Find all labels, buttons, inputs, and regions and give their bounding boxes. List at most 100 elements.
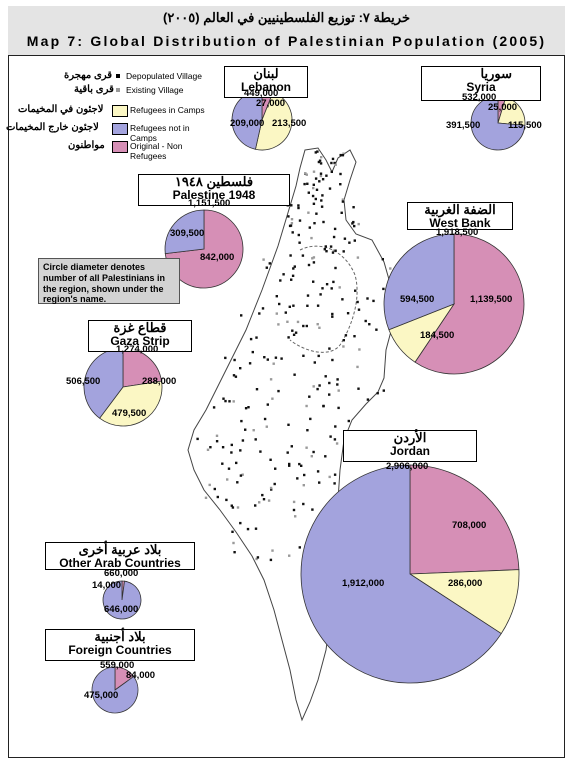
westbank-not-in-camps-value: 594,500 xyxy=(400,294,435,305)
village-dot xyxy=(268,262,271,265)
village-dot xyxy=(213,487,216,491)
village-dot xyxy=(336,383,339,386)
gaza-total: 1,274,000 xyxy=(116,344,159,355)
village-dot xyxy=(286,320,289,323)
village-dot xyxy=(372,299,375,303)
village-dot xyxy=(364,319,367,323)
village-dot xyxy=(273,482,276,486)
village-dot xyxy=(306,294,310,297)
village-dot xyxy=(233,358,236,362)
westbank-non-refugees-value: 1,139,500 xyxy=(470,294,513,305)
village-dot xyxy=(206,448,210,451)
legend-ar: لاجئون في المخيمات xyxy=(18,104,104,115)
village-dot xyxy=(236,481,239,484)
village-dot xyxy=(288,464,291,467)
village-dot xyxy=(334,249,337,252)
village-dot xyxy=(282,273,285,276)
legend-en: Refugees in Camps xyxy=(130,105,205,115)
village-dot xyxy=(328,475,331,479)
village-dot xyxy=(312,256,316,259)
village-dot xyxy=(310,455,313,458)
palestine1948-label: فلسطين ١٩٤٨ Palestine 1948 xyxy=(138,174,290,206)
village-dot xyxy=(308,226,311,229)
village-dot xyxy=(294,331,298,334)
village-dot xyxy=(240,314,243,317)
village-dot xyxy=(348,241,351,244)
village-dot xyxy=(312,170,316,173)
village-dot xyxy=(318,180,321,183)
village-dot xyxy=(247,406,250,409)
village-dot xyxy=(340,211,343,214)
village-dot xyxy=(321,194,324,197)
village-dot xyxy=(290,445,293,448)
village-dot xyxy=(316,323,319,326)
village-dot xyxy=(232,400,235,403)
legend-existing: قرى باقية Existing Village xyxy=(18,84,218,100)
village-dot xyxy=(262,498,266,501)
village-dot xyxy=(325,283,329,286)
region-name-ar: الضفة الغربية xyxy=(424,202,496,217)
village-dot xyxy=(330,161,333,165)
village-dot xyxy=(252,429,255,432)
village-dot xyxy=(341,200,345,203)
pie-charts xyxy=(83,89,526,714)
village-dot xyxy=(320,205,324,208)
village-dot xyxy=(307,263,311,267)
village-dot xyxy=(224,356,227,360)
diameter-note: Circle diameter denotes number of all Pa… xyxy=(38,258,180,304)
village-dot xyxy=(382,389,385,392)
village-dot xyxy=(339,183,342,186)
village-dot xyxy=(287,215,290,218)
village-dot xyxy=(344,334,348,337)
village-dot xyxy=(324,455,327,458)
village-dot xyxy=(239,367,242,370)
village-dot xyxy=(288,554,291,557)
village-dot xyxy=(316,150,319,153)
village-dot xyxy=(259,450,262,453)
region-name-en: Gaza Strip xyxy=(110,333,170,348)
village-dot xyxy=(312,280,315,283)
village-dot xyxy=(263,417,267,421)
village-dot xyxy=(290,222,294,225)
foreign-total: 559,000 xyxy=(100,660,135,671)
village-dot xyxy=(339,153,342,157)
village-dot xyxy=(292,333,296,336)
village-dot xyxy=(319,174,323,178)
syria-total: 532,000 xyxy=(462,92,497,103)
jordan-not-in-camps-value: 1,912,000 xyxy=(342,578,385,589)
village-dot xyxy=(236,506,240,509)
village-dot xyxy=(306,182,309,185)
village-dot xyxy=(246,527,250,531)
village-dot xyxy=(314,177,318,180)
village-dot xyxy=(296,320,300,324)
village-dot xyxy=(313,361,316,364)
village-dot xyxy=(262,258,265,261)
village-dot xyxy=(303,182,306,186)
village-dot xyxy=(297,233,300,237)
village-dot xyxy=(239,474,243,477)
village-dot xyxy=(287,336,290,339)
village-dot xyxy=(254,438,257,441)
village-dot xyxy=(339,172,342,176)
village-dot xyxy=(289,224,293,227)
village-dot xyxy=(333,473,337,476)
village-dot xyxy=(240,419,243,423)
village-dot xyxy=(269,378,273,381)
village-dot xyxy=(232,374,236,377)
legend-ar: قرى مهجرة xyxy=(64,70,113,81)
village-dot xyxy=(215,440,219,443)
village-dot xyxy=(317,354,320,358)
village-dot xyxy=(331,358,334,362)
westbank-non-refugees-slice xyxy=(414,233,525,375)
village-dot xyxy=(341,298,344,301)
village-dot xyxy=(255,388,259,391)
legend-en: Depopulated Village xyxy=(126,71,202,81)
region-name-ar: بلاد أجنبية xyxy=(94,629,146,644)
jordan-not-in-camps-slice xyxy=(300,464,502,684)
village-dot xyxy=(357,308,361,311)
village-dot xyxy=(333,482,336,485)
village-dot xyxy=(287,423,290,426)
village-dot xyxy=(204,496,208,499)
village-dot xyxy=(231,506,235,509)
